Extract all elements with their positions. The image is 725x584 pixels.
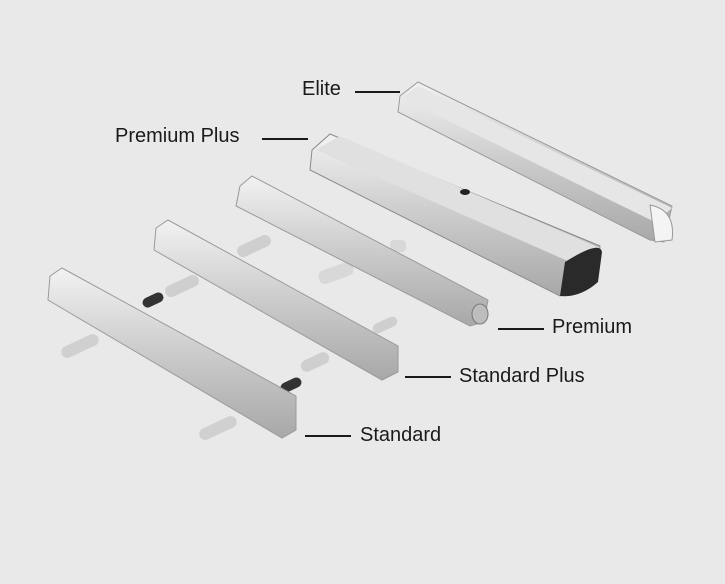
leader-line-premium-plus (262, 138, 308, 140)
premium-banner-stand (235, 175, 489, 327)
label-premium-plus: Premium Plus (115, 125, 240, 147)
label-standard: Standard (360, 424, 442, 446)
leader-line-standard-plus (405, 376, 451, 378)
leader-line-premium (498, 328, 544, 330)
standard-banner-stand (47, 267, 302, 440)
label-elite: Elite (302, 78, 341, 100)
leader-line-elite (355, 91, 400, 93)
label-standard-plus: Standard Plus (459, 365, 585, 387)
label-premium: Premium (552, 316, 633, 338)
standard-plus-banner-stand (153, 219, 399, 381)
premium-plus-banner-stand (309, 133, 602, 297)
elite-banner-stand (397, 81, 674, 243)
leader-line-standard (305, 435, 351, 437)
